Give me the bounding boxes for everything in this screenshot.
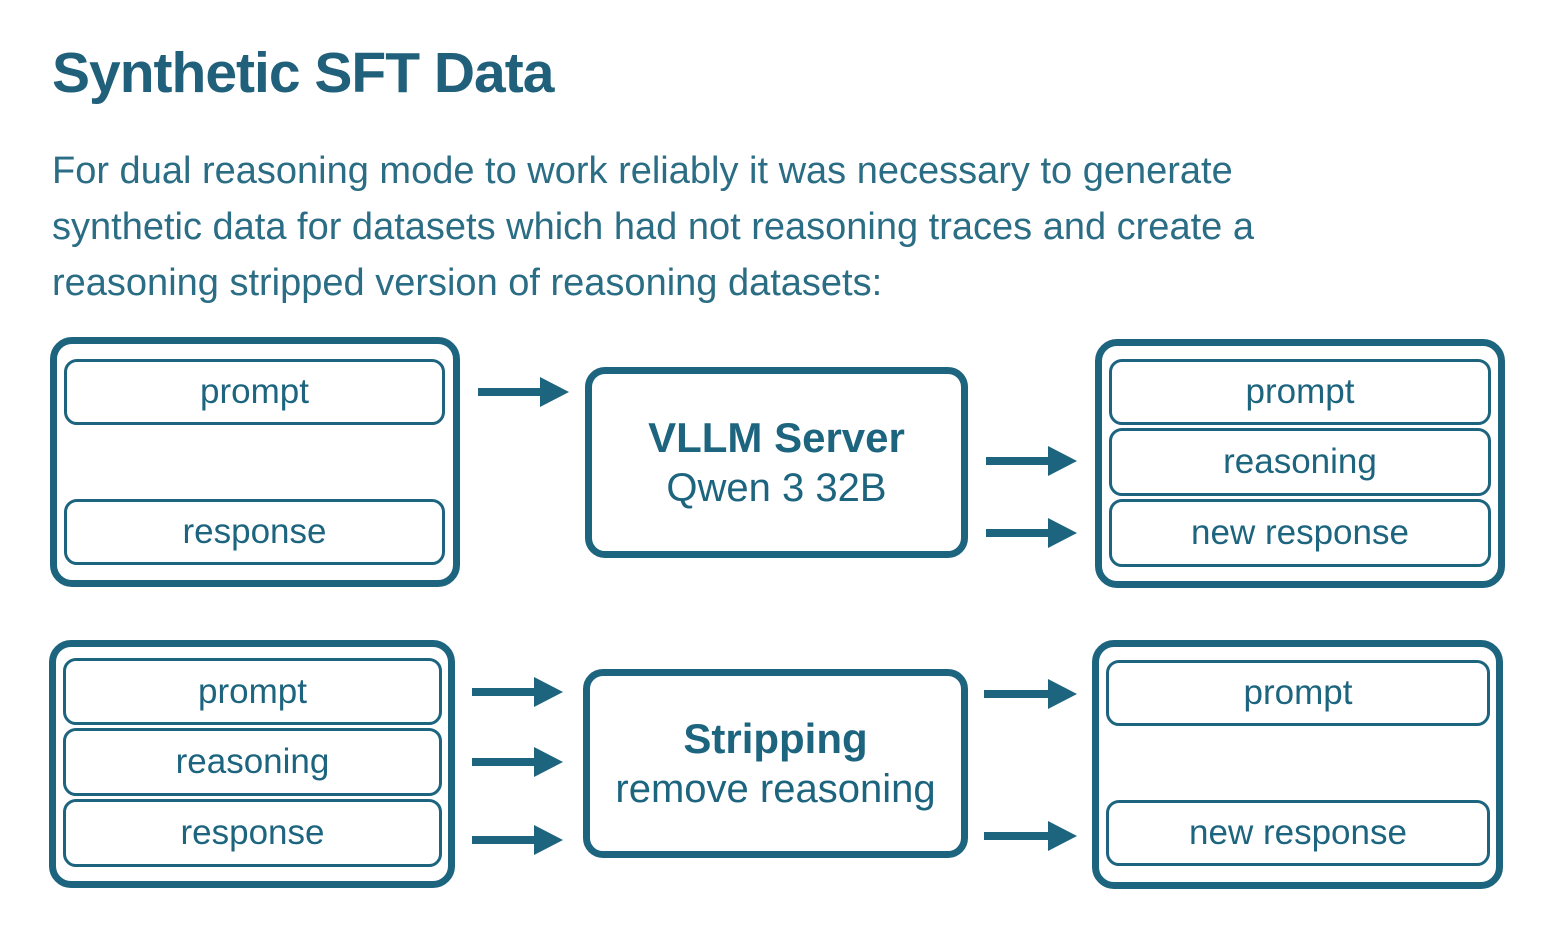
vllm-server-title: VLLM Server — [648, 414, 905, 461]
arrow-right-icon — [986, 446, 1077, 476]
new-response-field: new response — [1106, 800, 1490, 866]
prompt-field: prompt — [64, 359, 445, 425]
stripping-box: Stripping remove reasoning — [583, 669, 968, 858]
row2-output-dataset-box: prompt new response — [1092, 640, 1503, 889]
intro-line-3: reasoning stripped version of reasoning … — [52, 262, 883, 304]
arrow-right-icon — [478, 377, 569, 407]
new-response-field: new response — [1109, 499, 1491, 567]
prompt-field: prompt — [1106, 660, 1490, 726]
row2-source-dataset-box: prompt reasoning response — [49, 640, 455, 888]
row1-output-dataset-box: prompt reasoning new response — [1095, 339, 1505, 588]
response-field: response — [63, 799, 442, 867]
vllm-server-subtitle: Qwen 3 32B — [666, 466, 887, 510]
stripping-subtitle: remove reasoning — [615, 767, 936, 811]
reasoning-field: reasoning — [63, 728, 442, 796]
intro-line-1: For dual reasoning mode to work reliably… — [52, 150, 1233, 192]
arrow-right-icon — [472, 677, 563, 707]
prompt-field: prompt — [1109, 359, 1491, 425]
intro-paragraph: For dual reasoning mode to work reliably… — [52, 143, 1254, 311]
arrow-right-icon — [986, 518, 1077, 548]
arrow-right-icon — [472, 825, 563, 855]
intro-line-2: synthetic data for datasets which had no… — [52, 206, 1254, 248]
response-field: response — [64, 499, 445, 565]
reasoning-field: reasoning — [1109, 428, 1491, 496]
stripping-title: Stripping — [683, 715, 868, 762]
arrow-right-icon — [472, 747, 563, 777]
row1-source-dataset-box: prompt response — [50, 337, 460, 587]
page-title: Synthetic SFT Data — [52, 41, 554, 105]
arrow-right-icon — [984, 679, 1077, 709]
prompt-field: prompt — [63, 658, 442, 725]
arrow-right-icon — [984, 821, 1077, 851]
vllm-server-box: VLLM Server Qwen 3 32B — [585, 367, 968, 558]
